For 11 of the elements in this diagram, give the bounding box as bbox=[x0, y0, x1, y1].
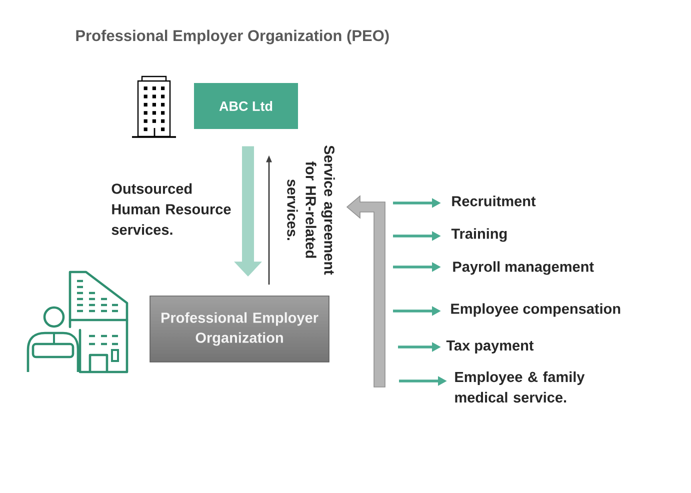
title: Professional Employer Organization (PEO) bbox=[76, 30, 389, 44]
organization-box: Professional Employer Organization bbox=[150, 296, 330, 362]
edge-label: Outsourced Human Resource services. bbox=[112, 183, 231, 235]
service-item: Employee compensation bbox=[451, 303, 620, 317]
service-item: Employee & family medical service. bbox=[455, 371, 585, 403]
edge-label: Service agreement for HR-related services. bbox=[287, 146, 335, 275]
service-item: Payroll management bbox=[453, 261, 594, 275]
service-item: Tax payment bbox=[446, 340, 534, 354]
service-item: Recruitment bbox=[452, 196, 536, 206]
service-item: Training bbox=[451, 228, 507, 242]
company-box: ABC Ltd bbox=[194, 83, 298, 129]
